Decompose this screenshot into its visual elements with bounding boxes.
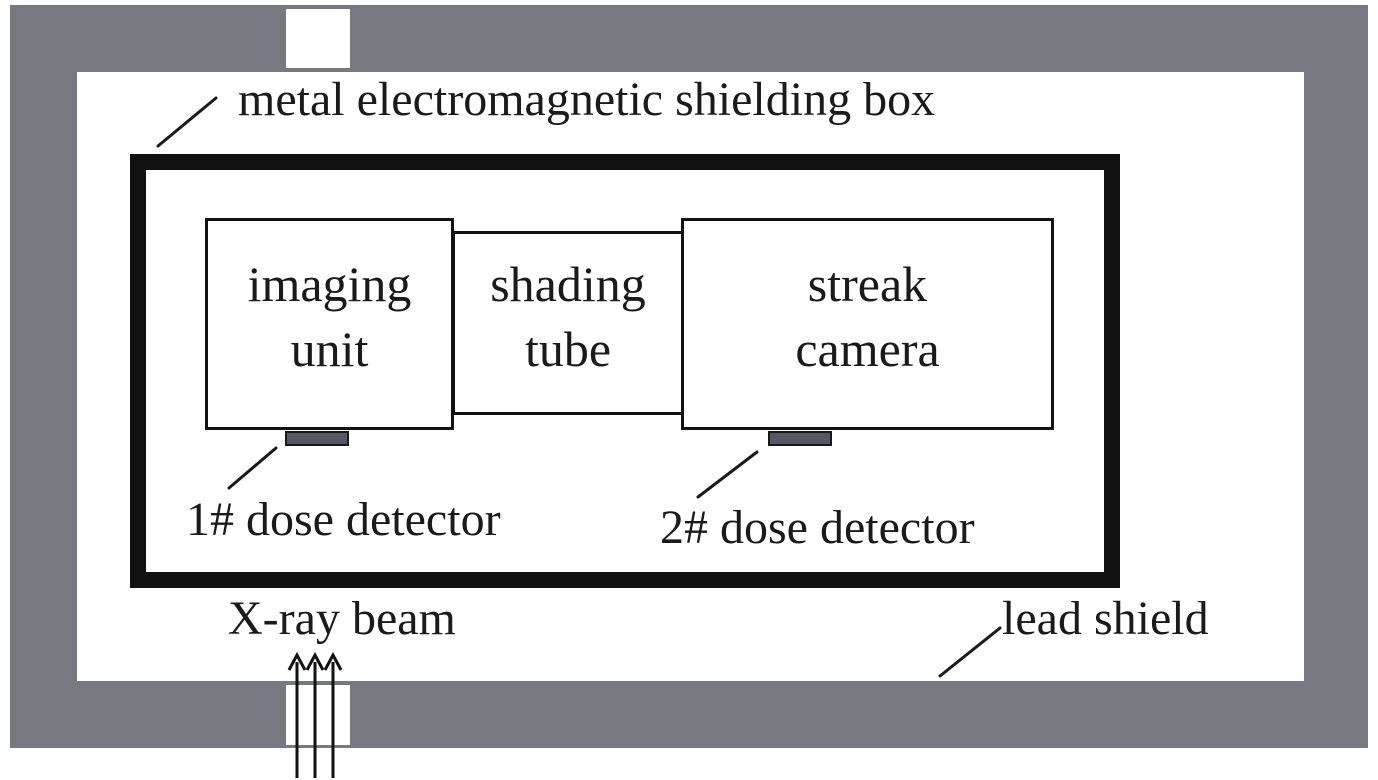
xray-arrowhead-2 [305, 651, 325, 671]
imaging-unit-label-line1: imaging [247, 256, 412, 312]
streak-camera-label-line1: streak [807, 256, 928, 312]
imaging-unit-label-line2: unit [290, 321, 369, 377]
detector-2-label: 2# dose detector [660, 501, 975, 554]
metal-box-label: metal electromagnetic shielding box [238, 73, 936, 126]
imaging-unit-box [205, 218, 454, 430]
dose-detector-1 [285, 431, 349, 446]
shading-tube-label-line1: shading [490, 256, 646, 312]
lead-shield-label: lead shield [1002, 592, 1209, 645]
lead-shield-top-window [286, 9, 350, 68]
metal-box-leader-line [156, 96, 218, 148]
detector-1-label: 1# dose detector [186, 493, 501, 546]
xray-arrowhead-3 [323, 651, 343, 671]
detector-2-leader-line [696, 450, 759, 499]
xray-arrowhead-1 [287, 651, 307, 671]
streak-camera-box [681, 218, 1054, 430]
lead-shield-leader-line [938, 626, 1002, 678]
xray-beam-arrows [287, 651, 343, 778]
detector-1-leader-line [227, 446, 278, 490]
xray-beam-label: X-ray beam [228, 592, 456, 645]
shading-tube-label-line2: tube [524, 321, 612, 377]
streak-camera-label-line2: camera [795, 321, 940, 377]
shading-tube-box [452, 231, 684, 415]
dose-detector-2 [768, 431, 832, 446]
